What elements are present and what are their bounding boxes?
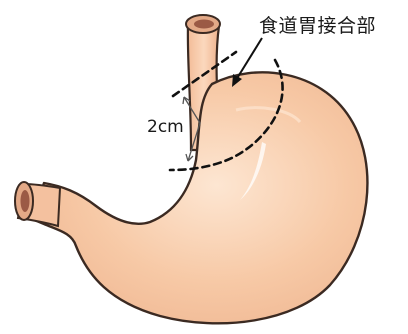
junction-label: 食道胃接合部 bbox=[259, 11, 376, 38]
distance-label: 2cm bbox=[147, 117, 184, 137]
duodenum bbox=[15, 182, 60, 226]
